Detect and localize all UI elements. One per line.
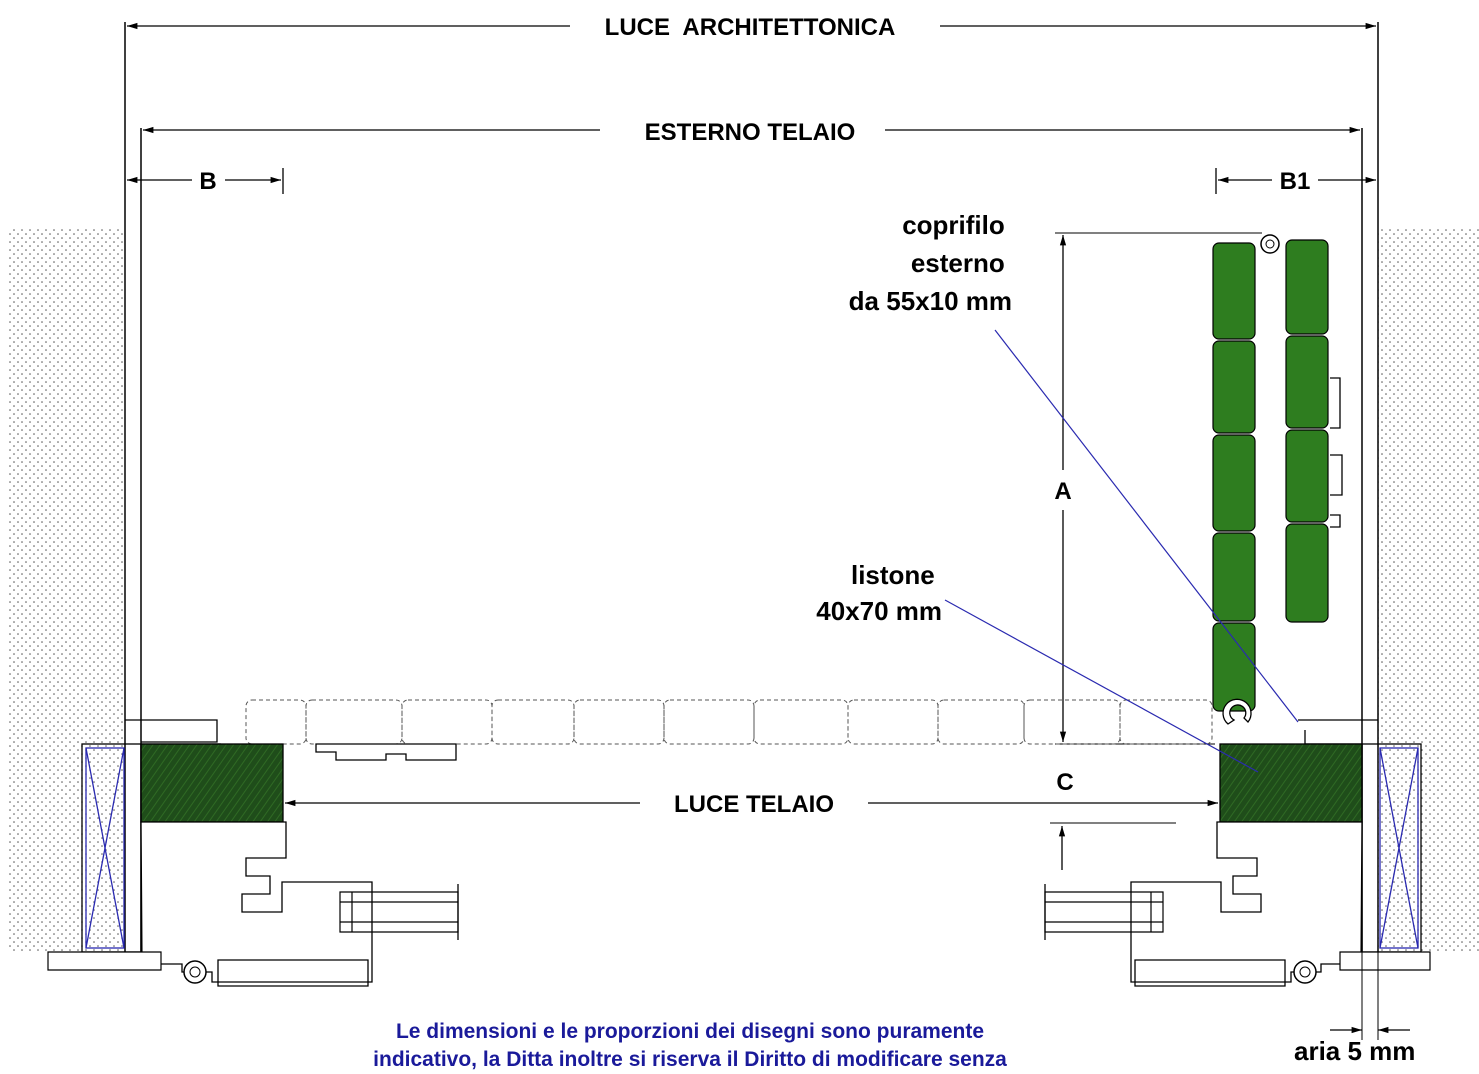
window-frame-right: [1130, 821, 1363, 987]
disclaimer-line2: indicativo, la Ditta inoltre si riserva …: [373, 1048, 1007, 1071]
listone-right: [1219, 743, 1363, 823]
note-coprifilo-line1: coprifilo: [902, 210, 1005, 240]
rolled-shutter-slats: [1212, 239, 1329, 712]
pin-top: [1260, 234, 1280, 254]
note-coprifilo: coprifilo esterno da 55x10 mm: [849, 210, 1012, 316]
dimension-luce-telaio: LUCE TELAIO: [285, 791, 1219, 818]
sill-bottom-left: [47, 951, 162, 971]
window-frame-left: [140, 821, 373, 987]
label-b1: B1: [1280, 168, 1311, 195]
label-luce-architettonica: LUCE ARCHITETTONICA: [605, 14, 896, 41]
closed-slats-ghost: [245, 699, 1213, 745]
roller-clip: [1222, 698, 1252, 725]
glass-right: [1044, 891, 1164, 933]
label-b: B: [199, 168, 216, 195]
hinge-left: [183, 960, 207, 984]
dimension-b1: B1: [1215, 168, 1377, 195]
label-esterno-telaio: ESTERNO TELAIO: [645, 119, 856, 146]
dimension-aria: [1330, 952, 1410, 1040]
listone-left: [140, 743, 284, 823]
note-coprifilo-line3: da 55x10 mm: [849, 286, 1012, 316]
note-coprifilo-line2: esterno: [911, 248, 1005, 278]
disclaimer: Le dimensioni e le proporzioni dei diseg…: [300, 1018, 1080, 1074]
note-listone: listone 40x70 mm: [816, 560, 942, 626]
note-listone-line1: listone: [851, 560, 935, 590]
sill-profile-left: [125, 719, 221, 745]
sill-bottom-right: [1339, 951, 1431, 971]
label-aria: aria 5 mm: [1294, 1036, 1416, 1066]
dimension-c: C: [1050, 769, 1176, 870]
leader-coprifilo: [994, 329, 1299, 723]
dimension-luce-architettonica: LUCE ARCHITETTONICA: [127, 14, 1377, 41]
wall-right: [1378, 227, 1479, 952]
label-luce-telaio: LUCE TELAIO: [674, 791, 834, 818]
bottom-rail-hardware: [315, 743, 457, 761]
sill-profile-right: [1298, 719, 1378, 745]
wall-left: [8, 227, 125, 952]
label-a: A: [1054, 478, 1071, 505]
hook-hardware: [1330, 377, 1343, 528]
leader-listone: [944, 599, 1259, 773]
note-listone-line2: 40x70 mm: [816, 596, 942, 626]
dimension-a: A: [1054, 232, 1262, 745]
label-c: C: [1056, 769, 1073, 796]
dimension-b: B: [127, 168, 284, 195]
disclaimer-line1: Le dimensioni e le proporzioni dei diseg…: [395, 1020, 985, 1043]
dimension-esterno-telaio: ESTERNO TELAIO: [143, 119, 1361, 146]
hinge-right: [1293, 960, 1317, 984]
